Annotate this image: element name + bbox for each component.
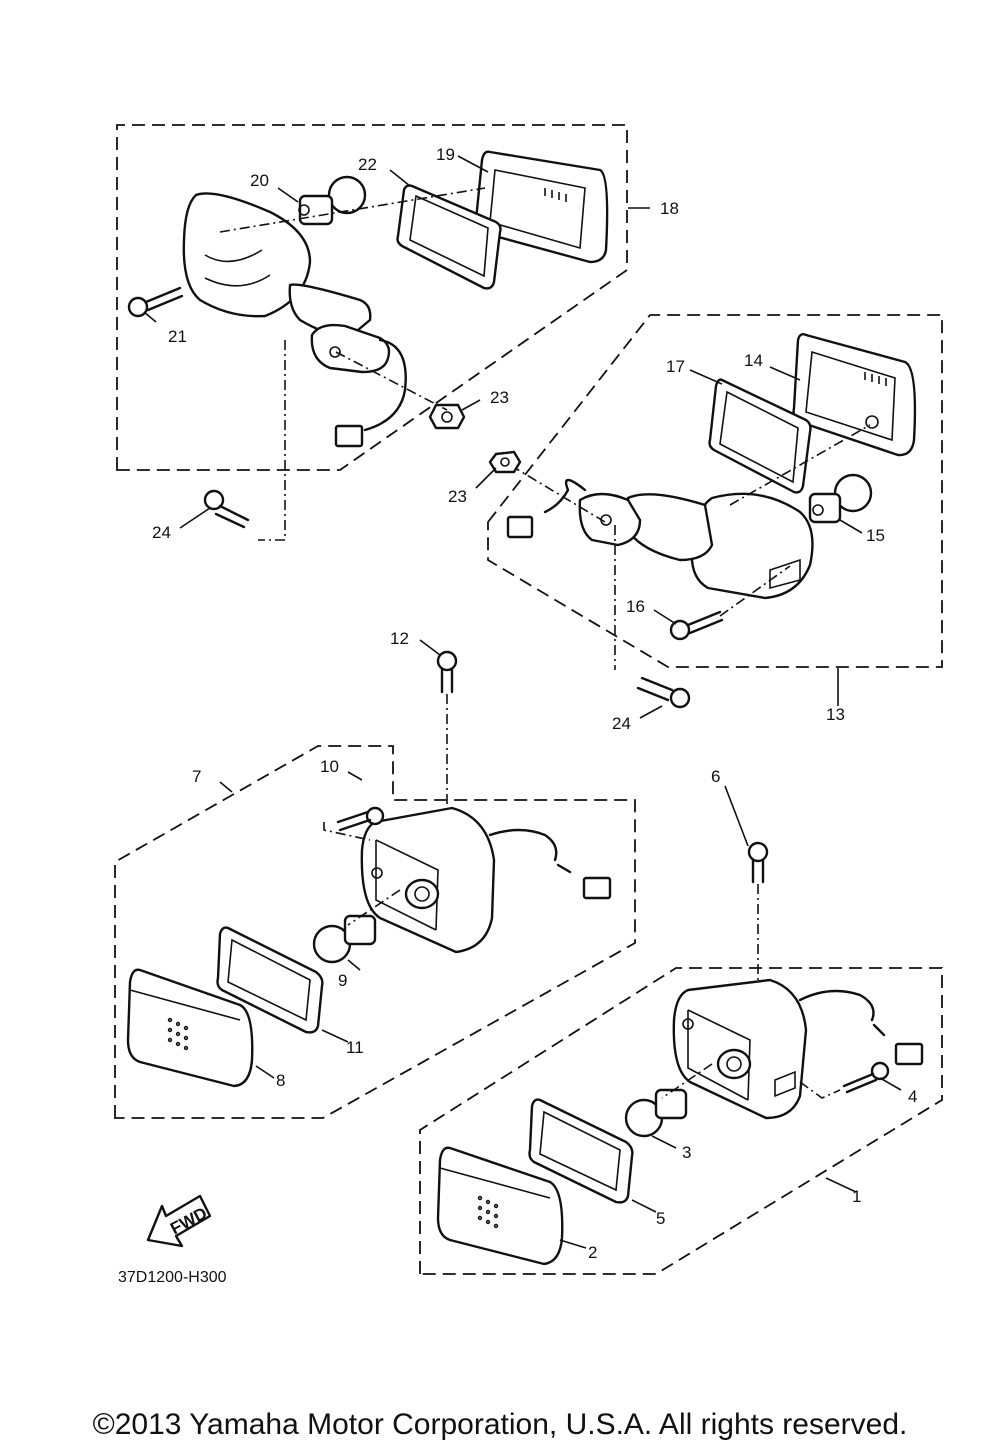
bulb-9 [312,914,377,964]
callout-23b: 23 [448,487,467,506]
callout-4: 4 [908,1087,917,1106]
copyright-notice: ©2013 Yamaha Motor Corporation, U.S.A. A… [92,1408,908,1441]
callout-13: 13 [826,705,845,724]
bolt-24a [203,489,250,529]
callout-18: 18 [660,199,679,218]
callout-5: 5 [656,1209,665,1228]
nut-23a [428,403,466,430]
assembly-1-rear-right-flasher [419,967,943,1275]
callout-2: 2 [588,1243,597,1262]
callout-9: 9 [338,971,347,990]
screw-6 [747,841,769,996]
gasket-11 [216,926,324,1034]
bulb-15 [808,473,873,524]
bolt-24b [636,676,691,709]
callout-24b: 24 [612,714,631,733]
housing-7 [360,806,612,954]
housing-13 [506,478,814,600]
screw-4 [842,1061,890,1094]
housing-18 [182,192,407,448]
lens-2-dots [477,1195,499,1229]
assembly-13-front-right-flasher [487,314,943,670]
callout-15: 15 [866,526,885,545]
callout-16: 16 [626,597,645,616]
callout-11: 11 [346,1038,364,1057]
lens-14 [792,332,917,457]
screw-10 [336,806,385,832]
callout-10: 10 [320,757,339,776]
screw-16 [669,610,724,641]
callout-17: 17 [666,357,685,376]
housing-1 [672,978,924,1120]
assembly-18-front-left-flasher [116,124,628,541]
callout-23a: 23 [490,388,509,407]
lens-8-dots [167,1017,189,1051]
callout-leaders [143,155,902,1249]
callout-3: 3 [682,1143,691,1162]
bulb-20 [298,175,367,226]
callout-12: 12 [390,629,409,648]
callout-19: 19 [436,145,455,164]
bulb-3 [624,1088,688,1138]
diagram-code: 37D1200-H300 [118,1269,227,1286]
callout-20: 20 [250,171,269,190]
callout-7: 7 [192,767,201,786]
gasket-5 [528,1098,634,1204]
lens-8 [126,968,254,1088]
callout-1: 1 [852,1187,861,1206]
lens-19 [474,150,609,264]
screw-21 [127,286,184,318]
screw-12 [436,650,458,826]
callout-8: 8 [276,1071,285,1090]
assembly-7-rear-left-flasher [114,745,636,1119]
nut-23b [488,450,522,474]
callout-numbers: 1 2 3 4 5 6 7 8 9 10 11 12 13 14 15 16 1… [152,145,917,1262]
lens-2 [436,1146,564,1266]
callout-22: 22 [358,155,377,174]
callout-21: 21 [168,327,187,346]
callout-6: 6 [711,767,720,786]
gasket-22 [396,184,502,290]
gasket-17 [708,378,812,494]
fwd-arrow-icon: FWD [146,1194,212,1248]
callout-24a: 24 [152,523,171,542]
callout-14: 14 [744,351,763,370]
